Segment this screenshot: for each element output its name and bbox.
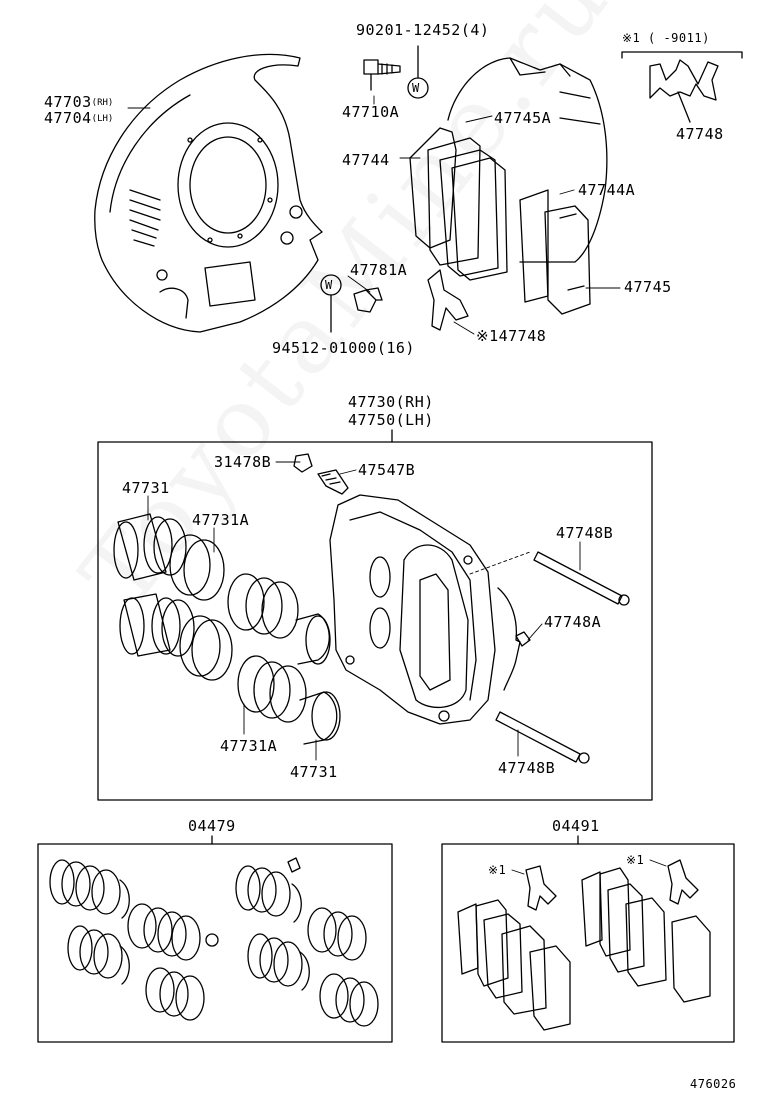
label-pin-47748b-bottom: 47748B [498,759,556,777]
label-dust-cover-lh-tag: (LH) [91,114,114,124]
upper-leaders [127,95,621,335]
label-pin-47748b-top: 47748B [556,524,614,542]
pin-lower-drawing [495,711,590,764]
label-bolt-spec-2: 94512-01000(16) [272,339,415,357]
washer-lower-mark: W [325,278,333,292]
label-dust-cover-lh: 47704(LH) [44,110,113,127]
label-caliper-lh: 47750(LH) [348,411,434,429]
label-pad-kit: 04491 [552,817,600,835]
label-piston-47731-top: 47731 [122,479,170,497]
clip-upper-drawing [427,269,469,331]
label-clip-inset-part: 47748 [676,125,724,143]
bolt-47781a-drawing [353,287,383,313]
dust-cover-drawing [94,53,323,333]
caliper-leaders [147,461,581,761]
label-dust-cover-rh-part: 47703 [44,93,92,111]
pistons-seals-drawing [113,513,341,745]
label-bolt-47781a: 47781A [350,261,408,279]
label-pad-47744a: 47744A [578,181,636,199]
label-bleeder-47547b: 47547B [358,461,416,479]
clip-inset-drawing [621,51,743,123]
pad-kit-box [441,843,735,1043]
pad-kit-drawing [457,859,711,1031]
label-shim-47745: 47745 [624,278,672,296]
label-piston-47731-bottom: 47731 [290,763,338,781]
label-seal-47731a-top: 47731A [192,511,250,529]
seal-kit-box [37,843,393,1043]
washer-upper-mark: W [412,81,420,95]
caliper-assembly-box [97,441,653,801]
pads-upper-drawing [409,127,591,315]
seal-kit-drawing [49,857,379,1027]
label-clip-note: ※147748 [476,327,547,345]
label-pad-47744: 47744 [342,151,390,169]
bolt-47710a-drawing [363,59,401,91]
label-bolt-47710a: 47710A [342,103,400,121]
label-shim-47745a: 47745A [494,109,552,127]
label-pad-kit-note-left: ※1 [488,863,507,877]
label-dust-cover-rh: 47703(RH) [44,94,113,111]
label-pad-kit-note-right: ※1 [626,853,645,867]
label-cap-31478b: 31478B [214,453,272,471]
washer-lower-icon [320,274,342,333]
label-seal-47731a-bottom: 47731A [220,737,278,755]
label-clip-inset-note: ※1 ( -9011) [622,31,710,45]
pin-upper-drawing [533,551,630,606]
pad-kit-leaders [511,859,667,875]
label-dust-cover-lh-part: 47704 [44,109,92,127]
label-bolt-spec: 90201-12452(4) [356,21,490,39]
caliper-body-drawing [329,494,496,725]
diagram-id: 476026 [690,1077,737,1091]
label-caliper-rh: 47730(RH) [348,393,434,411]
washer-upper-icon [407,45,429,99]
label-seal-kit: 04479 [188,817,236,835]
bleeder-47547b-drawing [317,469,349,495]
spring-47748a-drawing [497,587,531,691]
label-dust-cover-rh-tag: (RH) [91,98,114,108]
caliper-outline-drawing [447,57,608,263]
label-spring-47748a: 47748A [544,613,602,631]
cap-31478b-drawing [293,453,313,473]
